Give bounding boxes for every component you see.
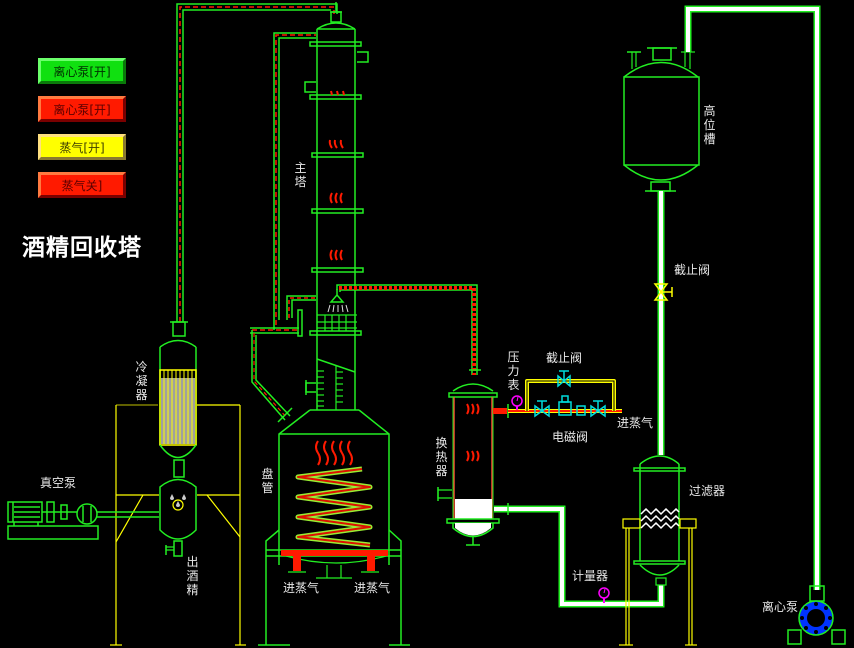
main-tower (304, 2, 369, 410)
centrifugal-pump-off-button[interactable]: 离心泵[开] (38, 96, 126, 122)
steam-in-left-label: 进蒸气 (283, 581, 320, 595)
filter-vessel (619, 455, 697, 646)
heat-exchanger (437, 383, 509, 546)
vacuum-pump-label: 真空泵 (40, 476, 77, 490)
steam-in-exchanger-label: 进蒸气 (617, 416, 654, 430)
condenser-label: 冷凝器 (135, 360, 148, 402)
reflux-pipe (250, 32, 316, 423)
droplet-icon (170, 494, 186, 507)
meter-label: 计量器 (572, 569, 609, 583)
vapor-pipe-to-condenser (176, 3, 338, 322)
heating-coil (295, 466, 373, 548)
high-level-tank (623, 47, 700, 192)
alcohol-out-label: 出酒精 (186, 555, 199, 597)
coil-label: 盘管 (261, 467, 274, 495)
condenser (159, 321, 197, 478)
solenoid-valve-label: 电磁阀 (552, 430, 589, 444)
steam-valve-line (508, 370, 622, 418)
stop-valve-right-icon[interactable] (653, 283, 673, 301)
liquid-pipes (494, 5, 821, 608)
filter-label: 过滤器 (689, 484, 726, 498)
steam-header (281, 550, 388, 556)
steam-in-right-label: 进蒸气 (354, 581, 391, 595)
vacuum-pump (7, 501, 159, 540)
flow-meter-icon (598, 587, 610, 603)
pressure-gauge-label: 压力表 (507, 350, 520, 392)
spray-icon (327, 304, 349, 313)
steam-on-button[interactable]: 蒸气[开] (38, 134, 126, 160)
steam-inlet-left (293, 556, 301, 571)
support-frame (110, 404, 246, 646)
heat-wave-icon (466, 403, 480, 462)
centrifugal-pump-label: 离心泵 (762, 600, 799, 614)
centrifugal-pump[interactable] (787, 585, 846, 645)
centrifugal-pump-on-button[interactable]: 离心泵[开] (38, 58, 126, 84)
steam-inlet-right (367, 556, 375, 571)
receiver-tank (159, 478, 197, 557)
still-pot (258, 409, 410, 646)
heat-wave-icon (315, 440, 353, 466)
heat-exchanger-label: 换热器 (435, 436, 448, 478)
heat-wave-icon (328, 90, 345, 261)
steam-off-button[interactable]: 蒸气关] (38, 172, 126, 198)
page-title: 酒精回收塔 (22, 235, 142, 261)
stop-valve-top-label: 截止阀 (546, 351, 583, 365)
pressure-gauge-icon (511, 395, 523, 410)
high-tank-label: 高位槽 (703, 104, 716, 146)
stop-valve-icon[interactable] (557, 370, 571, 388)
stop-valve-right-label: 截止阀 (674, 263, 711, 277)
solenoid-valve-group[interactable] (534, 395, 606, 418)
filter-media-icon (640, 507, 680, 530)
pump-impeller-icon (800, 602, 832, 634)
vapor-pipe-to-exchanger (336, 284, 481, 375)
main-tower-label: 主塔 (294, 161, 307, 189)
